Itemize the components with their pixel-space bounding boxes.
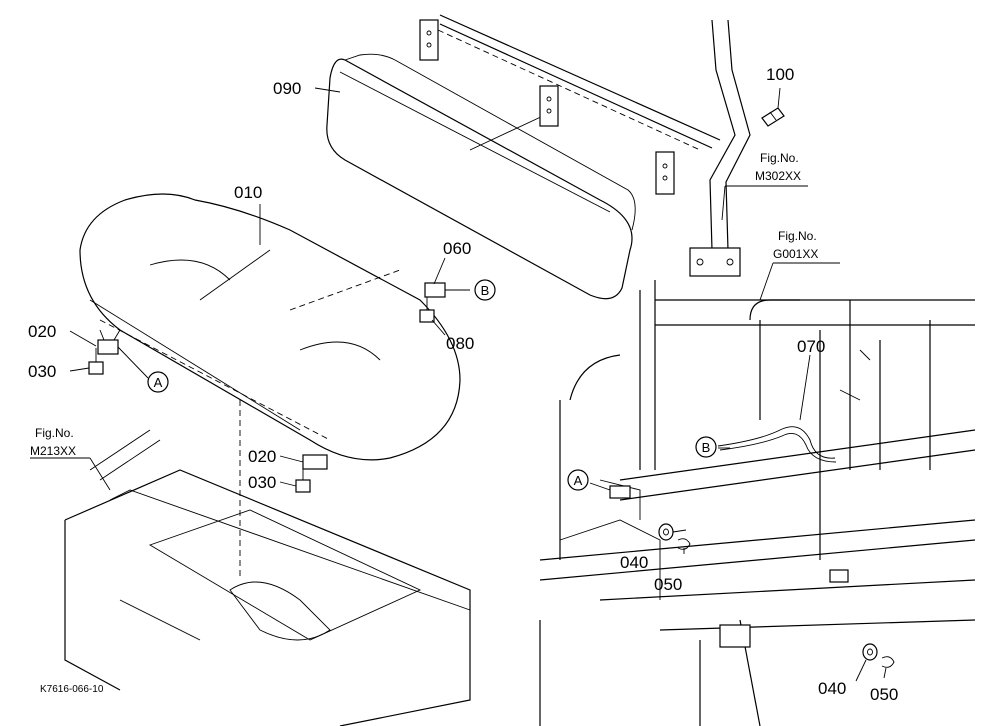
pin-050-lower <box>881 656 895 668</box>
part-label-050-lower: 050 <box>870 685 898 704</box>
wire-harness-070 <box>717 354 837 463</box>
ref-marker-a-right: A <box>567 469 589 491</box>
vehicle-frame <box>539 280 976 726</box>
seat-bracket-060 <box>424 282 470 298</box>
backrest-cushion <box>326 53 636 300</box>
part-label-030-right: 030 <box>248 473 276 492</box>
part-label-020-left: 020 <box>28 322 56 341</box>
part-label-020-right: 020 <box>248 447 276 466</box>
svg-text:Fig.No.: Fig.No. <box>35 426 74 440</box>
seat-bracket-020-left <box>97 339 149 379</box>
roll-bar-post <box>689 19 751 277</box>
svg-text:Fig.No.: Fig.No. <box>760 151 799 165</box>
part-label-080: 080 <box>446 334 474 353</box>
leader-lines <box>30 87 887 682</box>
svg-text:B: B <box>702 440 711 455</box>
nut-080 <box>419 297 435 323</box>
backrest-bracket <box>419 19 675 195</box>
drawing-id: K7616-066-10 <box>40 684 104 695</box>
fig-ref-m302xx: Fig.No. M302XX <box>755 151 801 183</box>
part-label-040-lower: 040 <box>818 679 846 698</box>
bolt-030-left <box>88 348 104 375</box>
seat-bracket-020-right <box>302 454 328 470</box>
bolt-100 <box>761 87 785 127</box>
part-label-100: 100 <box>766 65 794 84</box>
svg-text:Fig.No.: Fig.No. <box>778 229 817 243</box>
fig-ref-g001xx: Fig.No. G001XX <box>773 229 818 261</box>
part-label-050-upper: 050 <box>654 575 682 594</box>
bed-panel <box>64 400 471 726</box>
part-label-070: 070 <box>797 337 825 356</box>
seat-cushion <box>79 193 461 461</box>
svg-text:G001XX: G001XX <box>773 247 818 261</box>
svg-text:M213XX: M213XX <box>30 444 76 458</box>
part-label-090: 090 <box>273 79 301 98</box>
svg-text:A: A <box>574 473 583 488</box>
svg-text:A: A <box>154 375 163 390</box>
part-label-030-left: 030 <box>28 362 56 381</box>
svg-text:M302XX: M302XX <box>755 169 801 183</box>
ref-marker-b-upper: B <box>474 279 496 301</box>
washer-040-upper <box>658 523 674 541</box>
bolt-030-right <box>295 466 311 493</box>
part-label-060: 060 <box>443 239 471 258</box>
svg-text:B: B <box>481 283 490 298</box>
pin-050-upper <box>677 538 691 550</box>
backrest-frame-bar <box>437 14 721 151</box>
part-label-010: 010 <box>234 183 262 202</box>
part-label-040-upper: 040 <box>620 553 648 572</box>
fig-ref-m213xx: Fig.No. M213XX <box>30 426 76 458</box>
ref-marker-a-left: A <box>147 371 169 393</box>
ref-marker-b-lower: B <box>695 436 717 458</box>
washer-040-lower <box>862 643 878 661</box>
